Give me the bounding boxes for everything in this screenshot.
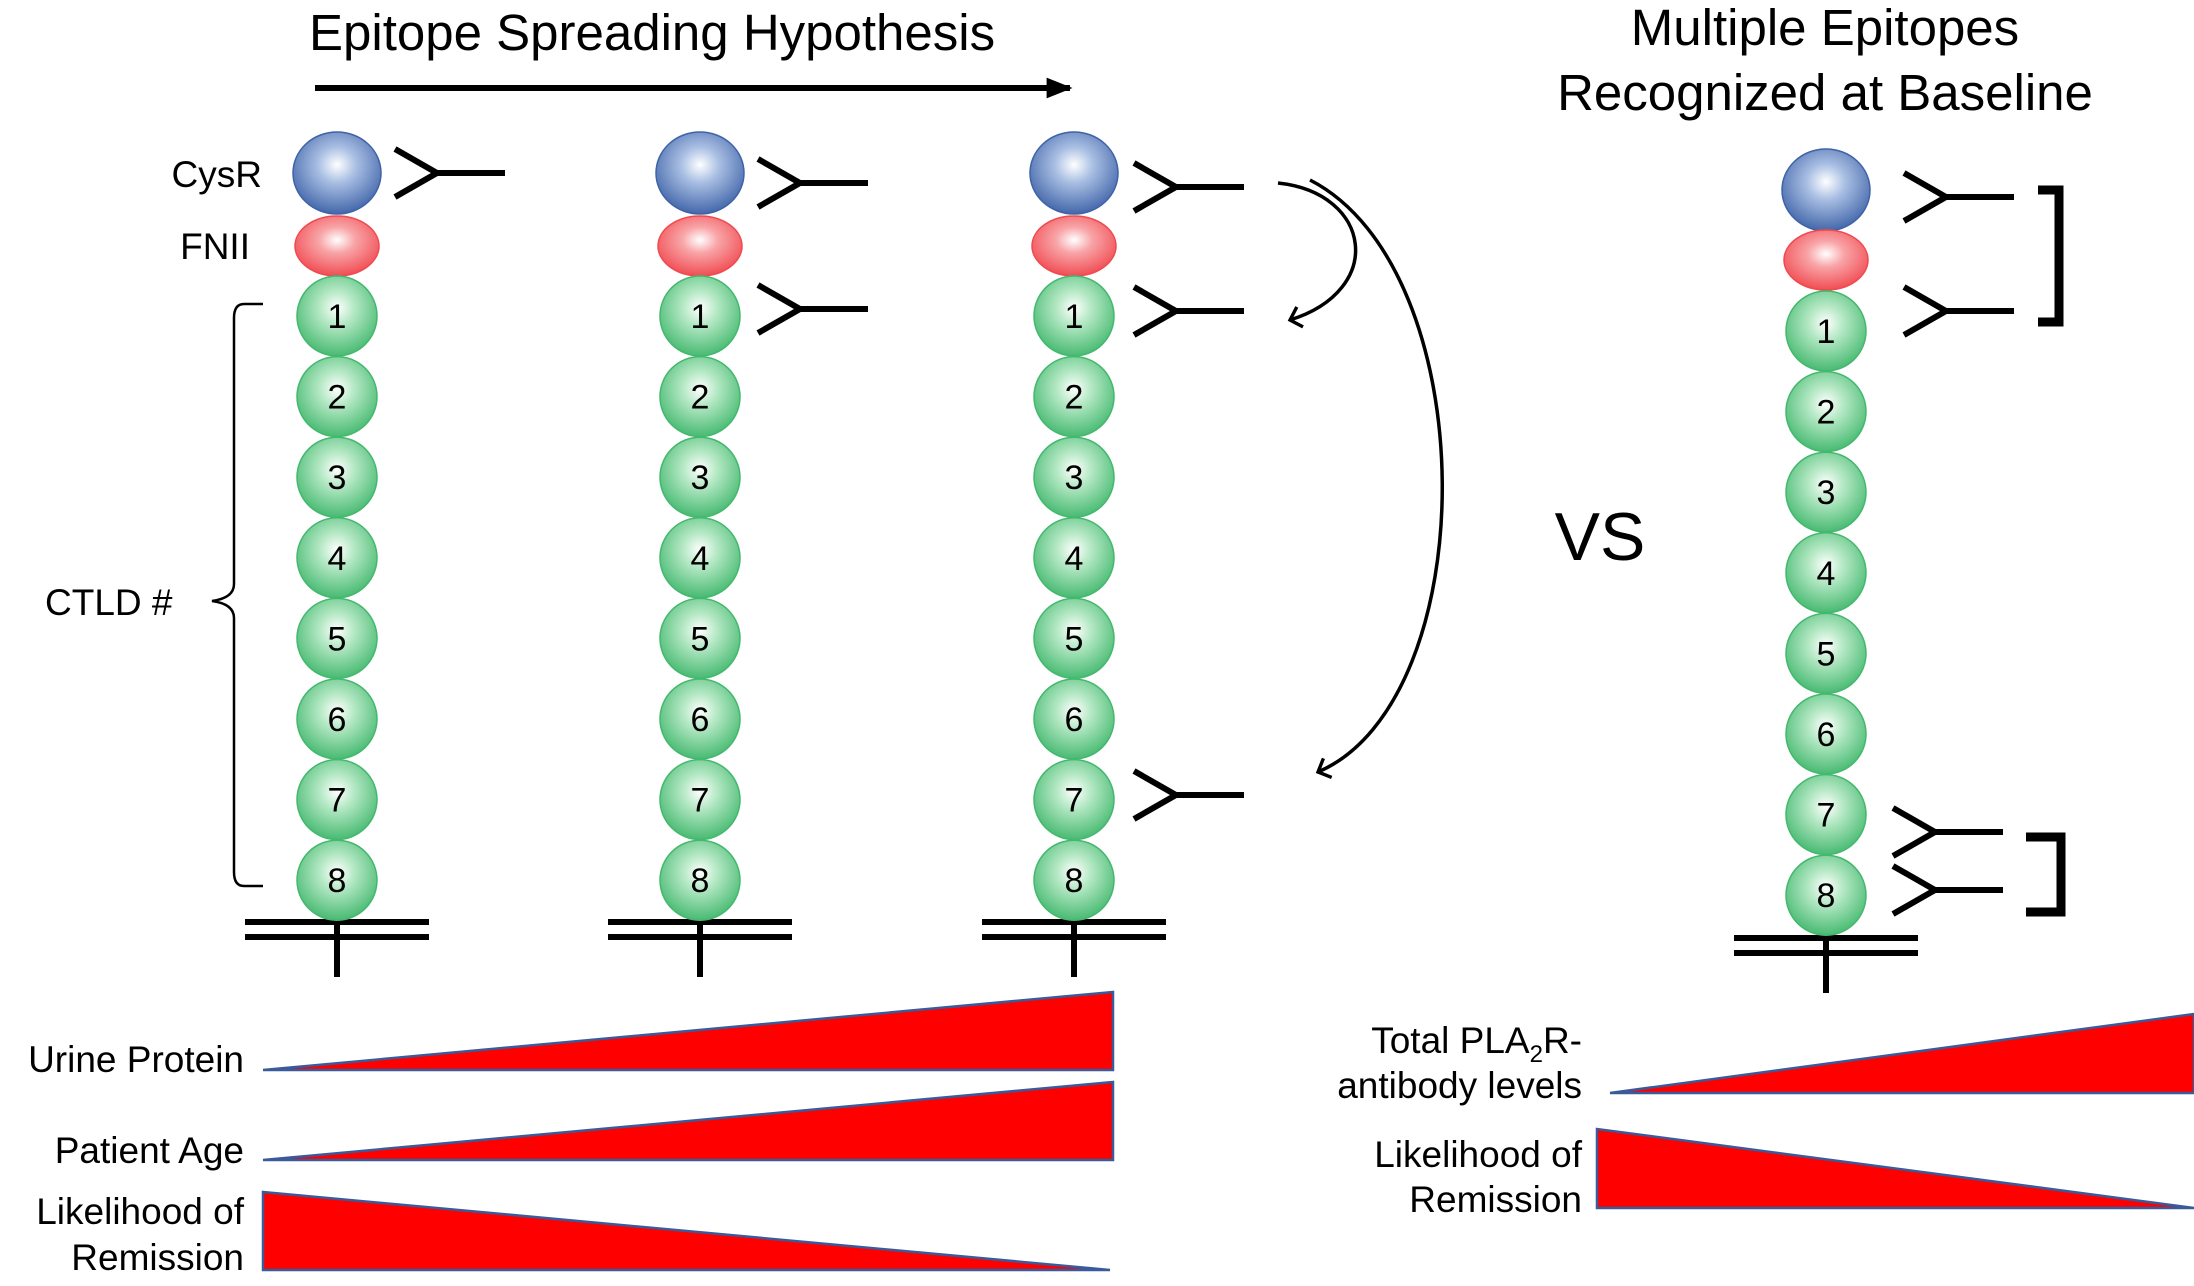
urine-protein-label: Urine Protein: [28, 1039, 244, 1080]
antibody-6: [1132, 768, 1244, 822]
wedge-right-remission: [1595, 1127, 2194, 1210]
ctld-brace: [211, 302, 263, 888]
ctld-number-3: 3: [1817, 474, 1836, 512]
ctld-number-6: 6: [691, 701, 710, 739]
title-recognized-baseline: Recognized at Baseline: [1557, 64, 2093, 121]
antibody-2: [756, 156, 868, 210]
ctld-number-4: 4: [328, 540, 347, 578]
ctld-number-2: 2: [328, 379, 347, 417]
ctld-label: CTLD #: [45, 582, 173, 623]
ctld-number-1: 1: [1065, 298, 1084, 336]
antibody-label-pre: Total PLA: [1371, 1020, 1530, 1061]
vs-label: VS: [1555, 499, 1646, 575]
ctld-number-1: 1: [1817, 313, 1836, 351]
antibody-4: [1132, 160, 1244, 214]
ctld-number-7: 7: [328, 782, 347, 820]
ctld-domain-8: [1785, 854, 1867, 936]
antibody-10: [1891, 863, 2003, 917]
ctld-number-6: 6: [1817, 716, 1836, 754]
wedge-left-remission: [261, 1190, 1111, 1272]
ctld-number-2: 2: [1817, 394, 1836, 432]
bracket-upper: [2038, 185, 2064, 327]
ctld-domain-8: [296, 839, 378, 921]
cysr-domain: [292, 131, 382, 215]
ctld-number-4: 4: [691, 540, 710, 578]
ctld-domain-8: [1033, 839, 1115, 921]
bracket-lower: [2026, 832, 2066, 917]
patient-age-label: Patient Age: [55, 1130, 244, 1171]
wedge-patient-age: [262, 1080, 1115, 1162]
ctld-number-3: 3: [328, 459, 347, 497]
ctld-number-5: 5: [1065, 620, 1084, 658]
antibodies: [393, 146, 2014, 917]
right-remission-label-1: Likelihood of: [1374, 1134, 1582, 1175]
antibody-1: [393, 146, 505, 200]
cysr-domain: [1029, 131, 1119, 215]
ctld-number-6: 6: [1065, 701, 1084, 739]
spreading-arrow-long: [1309, 178, 1444, 779]
antibody-3: [756, 282, 868, 336]
ctld-number-5: 5: [1817, 635, 1836, 673]
ctld-number-8: 8: [1065, 862, 1084, 900]
fnii-domain: [657, 215, 743, 277]
fnii-domain: [1783, 229, 1869, 291]
ctld-number-2: 2: [691, 379, 710, 417]
cysr-domain: [1781, 148, 1871, 232]
title-epitope-spreading: Epitope Spreading Hypothesis: [309, 4, 995, 61]
wedge-antibody-levels: [1609, 1012, 2194, 1095]
spreading-arrow-short: [1277, 181, 1358, 329]
ctld-number-5: 5: [328, 620, 347, 658]
cysr-domain: [655, 131, 745, 215]
fnii-domain: [1031, 215, 1117, 277]
antibody-label-post: R-: [1543, 1020, 1582, 1061]
cysr-label: CysR: [172, 154, 262, 195]
antibody-label-1: Total PLA2R-: [1371, 1020, 1582, 1068]
fnii-domain: [294, 215, 380, 277]
ctld-number-8: 8: [691, 862, 710, 900]
chain-4: 1 2 3 4 5 6 7 8: [1734, 148, 1918, 993]
ctld-number-4: 4: [1817, 555, 1836, 593]
wedge-urine-protein: [262, 990, 1115, 1072]
chain-3: 1 2 3 4 5 6 7 8: [982, 131, 1166, 977]
ctld-number-7: 7: [1817, 797, 1836, 835]
chain-2: 1 2 3 4 5 6 7 8: [608, 131, 792, 977]
ctld-number-2: 2: [1065, 379, 1084, 417]
ctld-domain-8: [659, 839, 741, 921]
protein-chains: 1 2 3 4 5 6 7 8 1 2 3 4 5 6 7 8 1 2 3 4 5 6 7 8 1 2 3 4 5 6 7 8: [245, 131, 1918, 993]
antibody-9: [1891, 805, 2003, 859]
chain-1: 1 2 3 4 5 6 7 8: [245, 131, 429, 977]
right-remission-label-2: Remission: [1409, 1179, 1582, 1220]
antibody-5: [1132, 284, 1244, 338]
left-remission-label-2: Remission: [71, 1237, 244, 1278]
ctld-number-7: 7: [691, 782, 710, 820]
ctld-number-8: 8: [1817, 877, 1836, 915]
antibody-label-subscript: 2: [1530, 1041, 1543, 1068]
left-remission-label-1: Likelihood of: [36, 1191, 244, 1232]
ctld-number-5: 5: [691, 620, 710, 658]
ctld-number-7: 7: [1065, 782, 1084, 820]
ctld-number-3: 3: [691, 459, 710, 497]
ctld-number-1: 1: [328, 298, 347, 336]
fnii-label: FNII: [180, 226, 250, 267]
ctld-number-6: 6: [328, 701, 347, 739]
ctld-number-8: 8: [328, 862, 347, 900]
antibody-7: [1902, 170, 2014, 224]
antibody-label-2: antibody levels: [1337, 1065, 1582, 1106]
ctld-number-1: 1: [691, 298, 710, 336]
antibody-8: [1902, 284, 2014, 338]
title-multiple-epitopes: Multiple Epitopes: [1631, 0, 2019, 56]
ctld-number-3: 3: [1065, 459, 1084, 497]
ctld-number-4: 4: [1065, 540, 1084, 578]
